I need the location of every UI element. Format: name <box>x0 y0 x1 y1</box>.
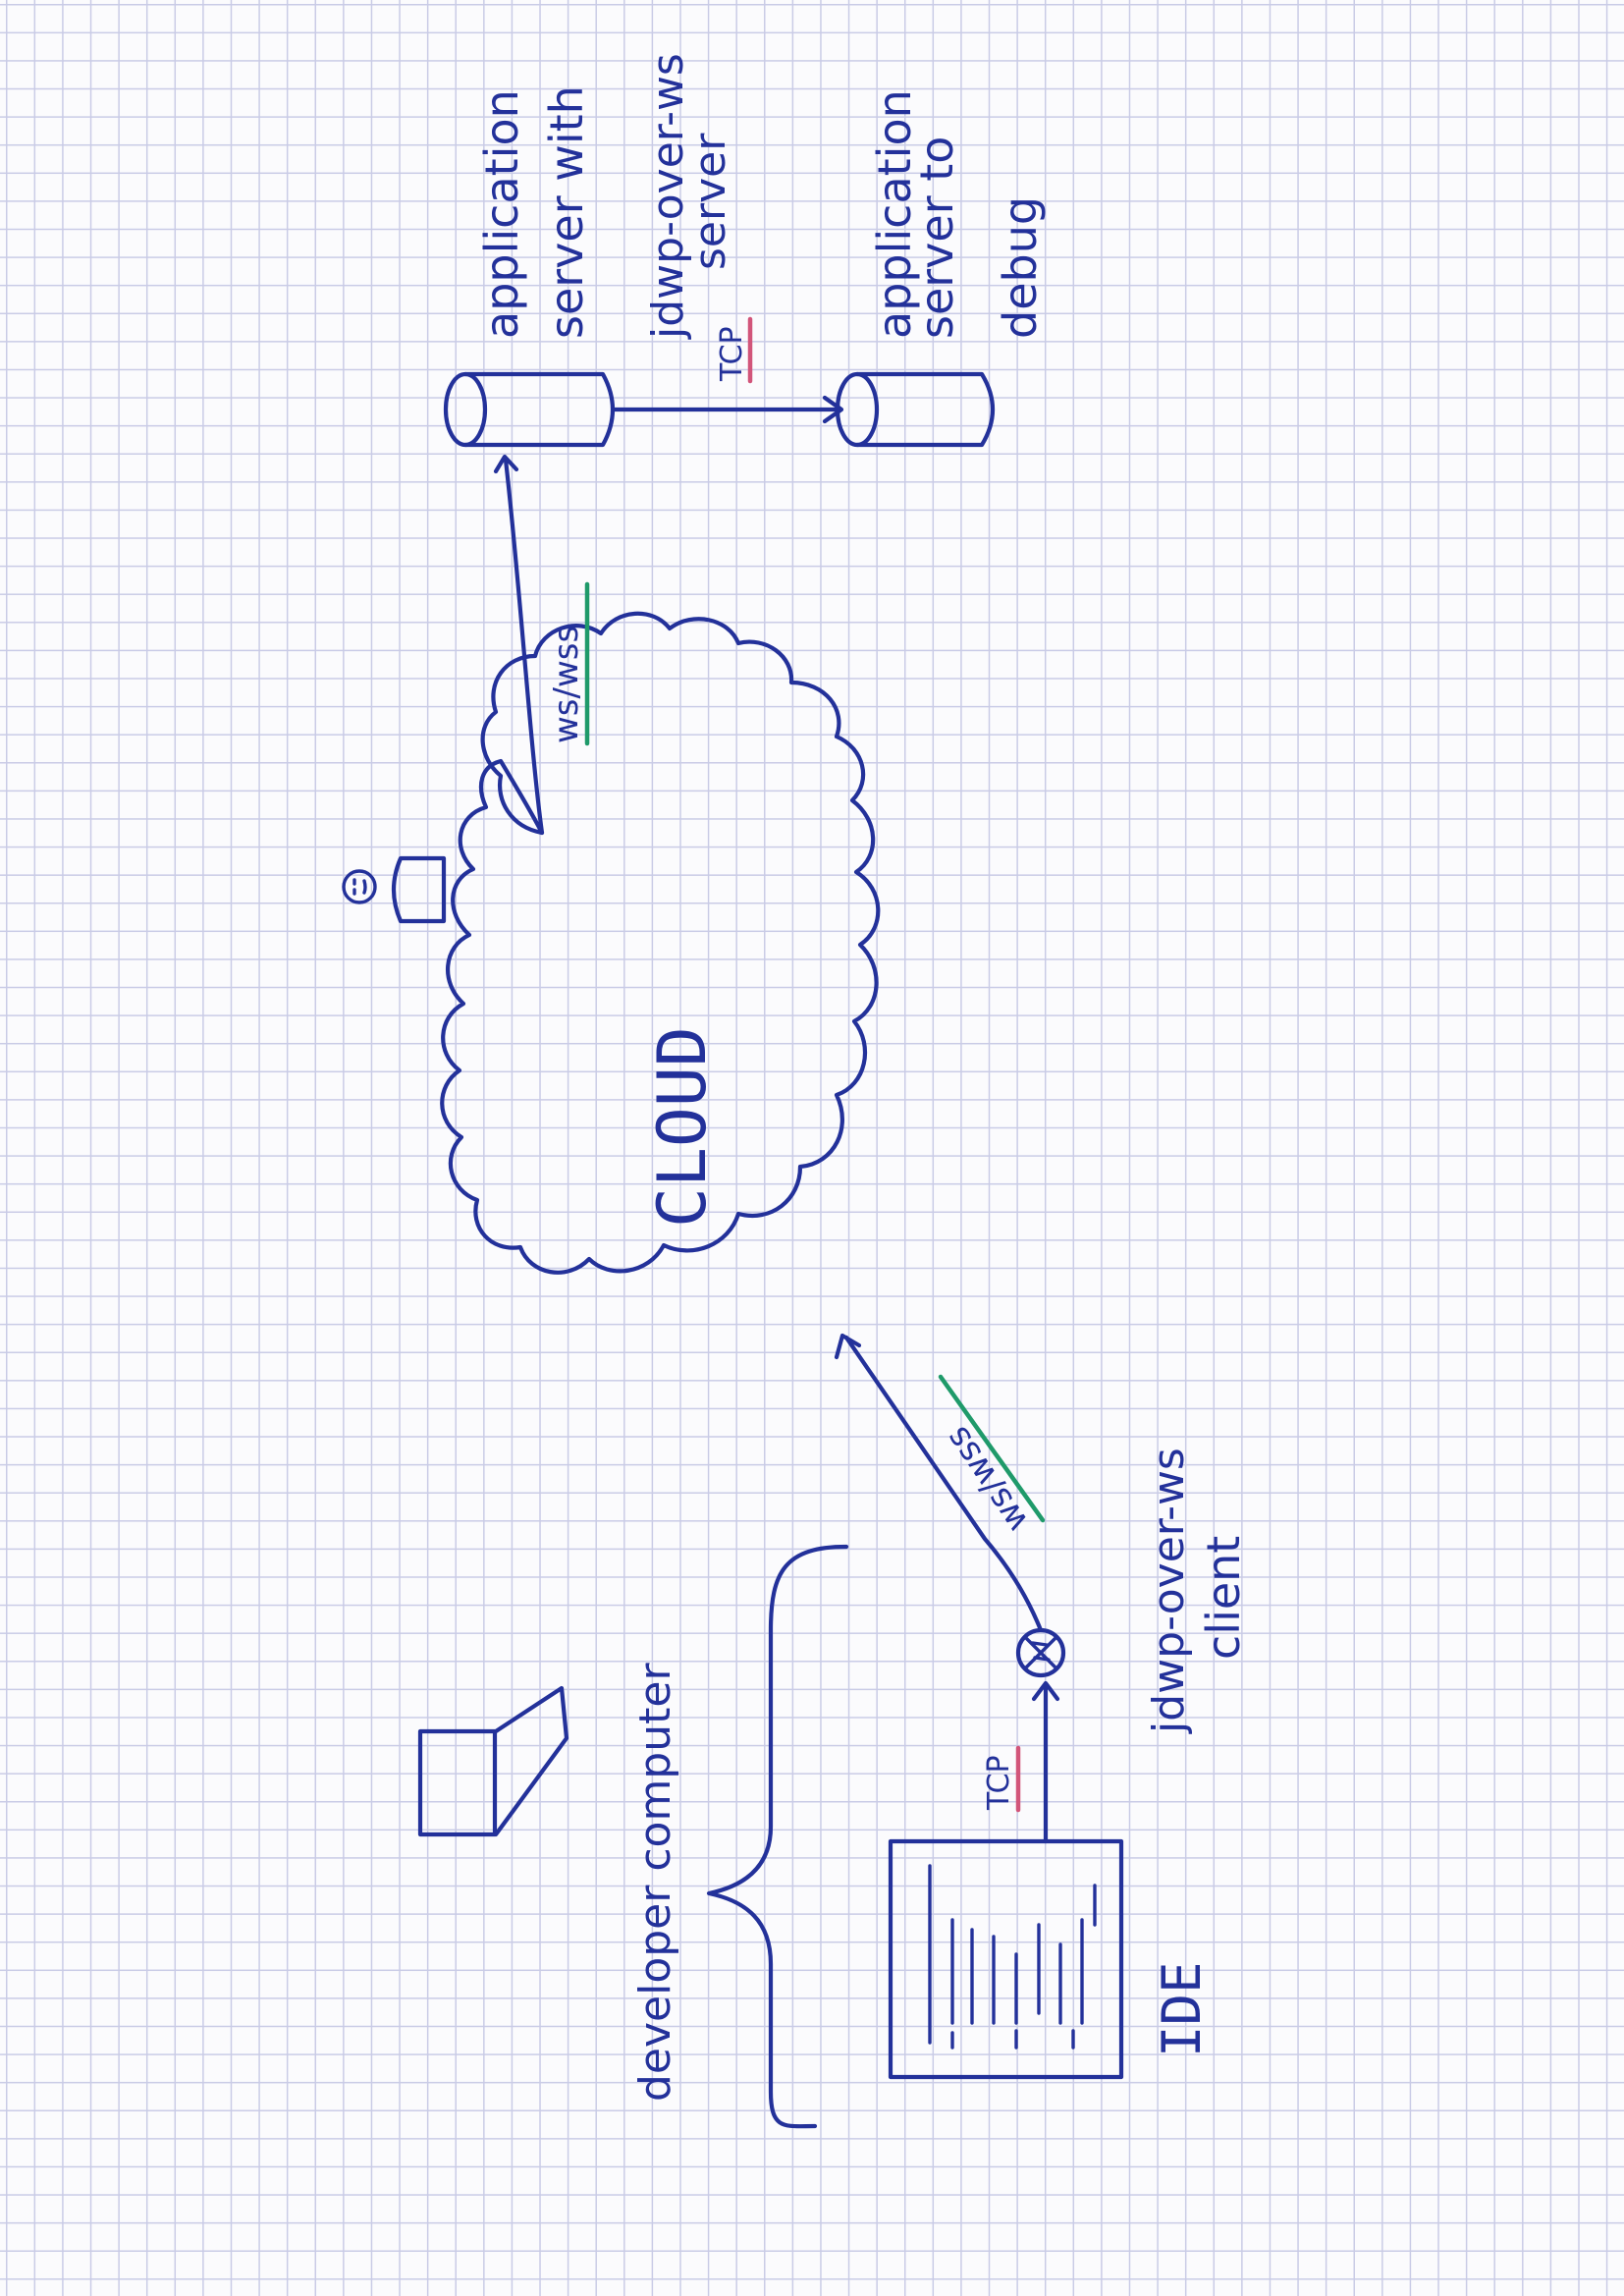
label-client-line2: client <box>1197 1536 1250 1660</box>
cloud-boundary <box>440 611 881 1275</box>
label-tcp-bottom: TCP <box>982 1755 1016 1811</box>
app-server-cylinder-icon <box>443 371 615 448</box>
label-ws-top: ws/wss <box>547 626 586 743</box>
label-debug-server-line2: server to <box>910 137 963 339</box>
label-cloud: CLOUD <box>644 1026 722 1228</box>
label-app-server-line2: server with <box>540 85 593 339</box>
label-ide: IDE <box>1151 1961 1213 2057</box>
ws-arrow-cloud-to-app-server <box>493 454 545 836</box>
label-app-server-line4: server <box>685 133 735 270</box>
ws-arrow-client-to-cloud <box>834 1333 1044 1633</box>
tcp-arrow-ide-to-client <box>1031 1680 1060 1844</box>
ws-bottom-underline <box>938 1374 1046 1523</box>
laptop-icon <box>417 1685 569 1837</box>
jdwp-client-node-icon <box>1015 1627 1066 1678</box>
tcp-arrow-app-to-debug <box>611 395 844 424</box>
label-debug-server-line1: application <box>868 89 921 339</box>
label-app-server-line3: jdwp-over-ws <box>643 53 693 340</box>
label-tcp-top: TCP <box>715 326 749 382</box>
label-app-server-line1: application <box>475 89 528 339</box>
label-developer-computer: developer computer <box>630 1663 680 2102</box>
label-client-line1: jdwp-over-ws <box>1144 1448 1194 1734</box>
label-ws-bottom: ws/wss <box>938 1419 1036 1539</box>
developer-computer-brace <box>706 1544 849 2129</box>
label-debug-server-line3: debug <box>994 196 1047 339</box>
debug-server-cylinder-icon <box>835 371 995 448</box>
ide-window-icon <box>888 1838 1124 2080</box>
developer-person-icon <box>342 855 447 924</box>
